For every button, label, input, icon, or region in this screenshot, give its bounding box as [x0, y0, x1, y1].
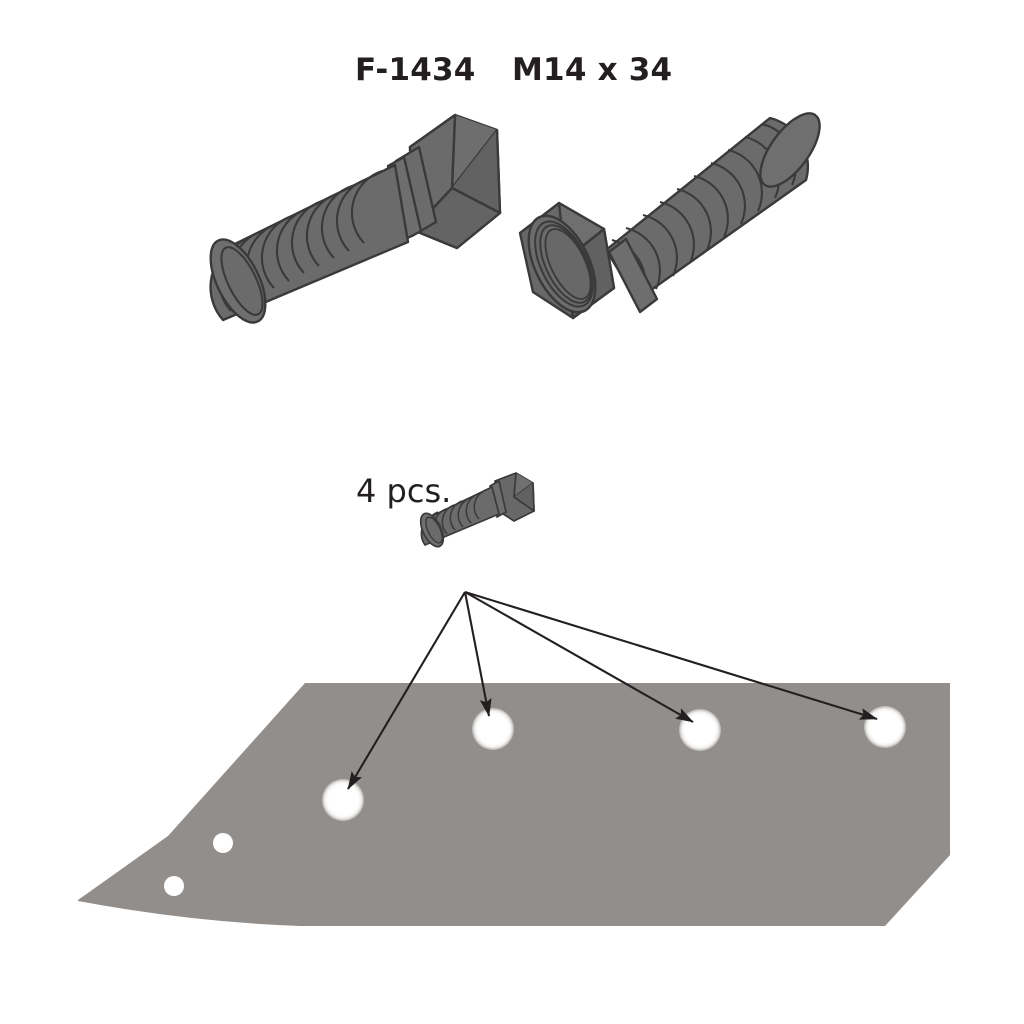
callout-arrow-2 — [463, 591, 492, 717]
small-hole-1 — [213, 833, 233, 853]
bolt-small-end-face-inner — [425, 516, 443, 544]
bolt-left — [209, 113, 502, 324]
bolt-left-head-facet-bottom — [411, 186, 502, 250]
bolt-right-flange — [607, 237, 659, 314]
mounting-hole-2 — [472, 708, 514, 750]
mounting-plate — [78, 683, 950, 926]
bolt-left-end-face-inner — [220, 246, 264, 316]
bolt-right-socket-recess — [544, 228, 592, 300]
bolt-small-head-facet-right — [513, 482, 535, 512]
mounting-hole-3 — [679, 709, 721, 751]
mounting-hole-4 — [864, 706, 906, 748]
part-spec-label: M14 x 34 — [512, 52, 672, 88]
callout-arrow-4 — [464, 590, 878, 721]
quantity-label: 4 pcs. — [356, 472, 451, 510]
callout-arrow-1 — [347, 591, 466, 790]
part-number-label: F-1434 — [355, 52, 476, 88]
mounting-hole-1 — [322, 779, 364, 821]
bolt-right — [518, 112, 821, 320]
bolt-right-shank-tip — [759, 112, 821, 188]
callout-arrows — [347, 590, 878, 790]
bolt-small-icon — [419, 472, 535, 548]
small-hole-2 — [164, 876, 184, 896]
callout-arrow-3 — [464, 591, 694, 723]
